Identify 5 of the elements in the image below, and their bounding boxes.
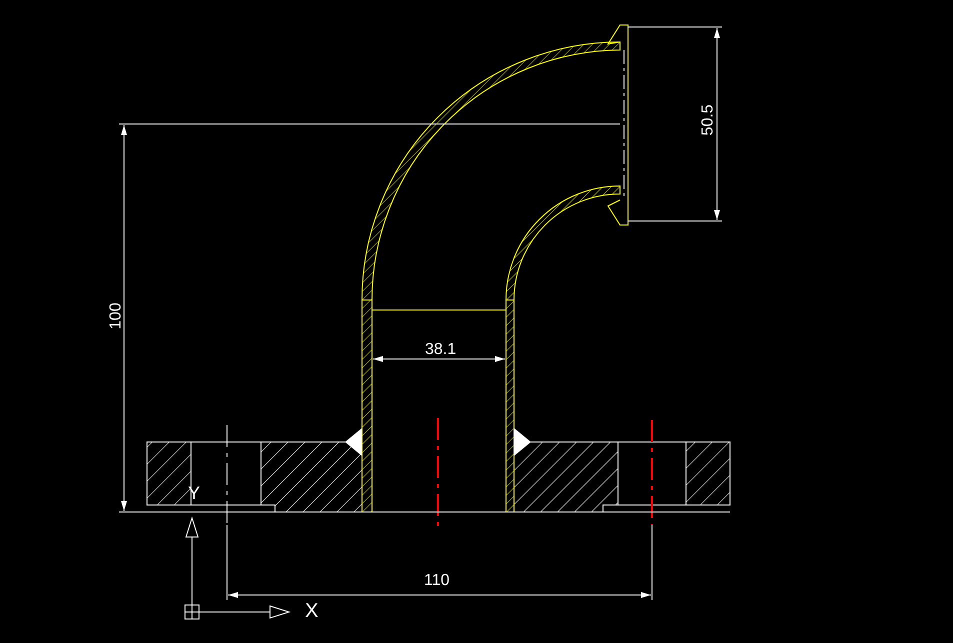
dimension-label: 110 xyxy=(424,573,450,589)
dimension-label: 100 xyxy=(108,302,124,330)
dimension-label: 50.5 xyxy=(700,104,716,136)
axis-label: X xyxy=(305,601,318,621)
dimension-label: 38.1 xyxy=(425,342,456,358)
